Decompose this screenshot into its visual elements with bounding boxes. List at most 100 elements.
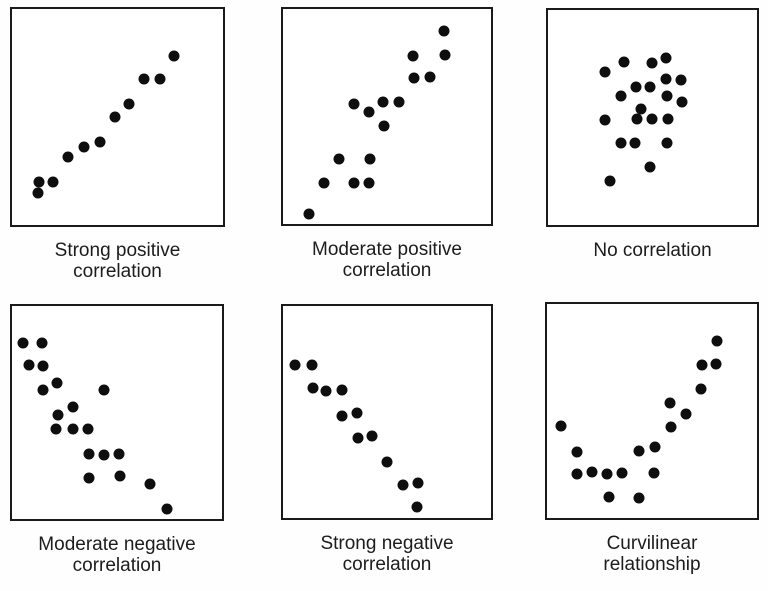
data-point: [37, 384, 49, 396]
data-point: [408, 72, 420, 84]
data-point: [695, 383, 707, 395]
data-point: [407, 50, 419, 62]
data-point: [661, 137, 673, 149]
scatter-panel-moderate-positive: Moderate positive correlation: [281, 7, 493, 281]
data-point: [33, 176, 45, 188]
data-point: [680, 408, 692, 420]
plot-frame: [545, 302, 759, 520]
data-point: [601, 468, 613, 480]
data-point: [303, 208, 315, 220]
caption-line: Moderate negative: [38, 534, 196, 555]
data-point: [52, 409, 64, 421]
data-point: [67, 423, 79, 435]
data-point: [336, 384, 348, 396]
data-point: [83, 448, 95, 460]
data-point: [629, 137, 641, 149]
panel-caption: No correlation: [593, 240, 711, 261]
caption-line: correlation: [342, 554, 432, 575]
scatter-panel-curvilinear: Curvilinear relationship: [545, 302, 759, 575]
data-point: [438, 25, 450, 37]
data-point: [649, 441, 661, 453]
data-point: [644, 161, 656, 173]
data-point: [78, 141, 90, 153]
data-point: [114, 470, 126, 482]
data-point: [646, 113, 658, 125]
panel-caption: Moderate negative correlation: [38, 534, 195, 576]
data-point: [320, 385, 332, 397]
data-point: [307, 382, 319, 394]
data-point: [439, 49, 451, 61]
data-point: [363, 106, 375, 118]
data-point: [17, 337, 29, 349]
data-point: [32, 187, 44, 199]
data-point: [599, 66, 611, 78]
data-point: [424, 71, 436, 83]
data-point: [352, 432, 364, 444]
data-point: [333, 153, 345, 165]
data-point: [336, 410, 348, 422]
caption-line: Strong positive: [54, 240, 181, 261]
caption-line: Moderate positive: [312, 239, 462, 260]
data-point: [348, 177, 360, 189]
data-point: [36, 337, 48, 349]
panel-caption: Strong positive correlation: [55, 240, 181, 282]
panel-caption: Moderate positive correlation: [312, 239, 462, 281]
data-point: [82, 423, 94, 435]
data-point: [397, 479, 409, 491]
scatter-panel-strong-positive: Strong positive correlation: [10, 7, 225, 282]
data-point: [98, 384, 110, 396]
data-point: [62, 151, 74, 163]
data-point: [615, 137, 627, 149]
data-point: [47, 176, 59, 188]
data-point: [696, 359, 708, 371]
data-point: [377, 96, 389, 108]
data-point: [51, 377, 63, 389]
data-point: [555, 420, 567, 432]
data-point: [633, 445, 645, 457]
data-point: [710, 358, 722, 370]
data-point: [603, 491, 615, 503]
panel-caption: Strong negative correlation: [320, 533, 453, 575]
data-point: [711, 335, 723, 347]
caption-line: No correlation: [593, 240, 712, 261]
data-point: [630, 81, 642, 93]
data-point: [23, 359, 35, 371]
caption-line: correlation: [72, 555, 162, 576]
data-point: [98, 449, 110, 461]
data-point: [571, 468, 583, 480]
data-point: [161, 503, 173, 515]
data-point: [366, 430, 378, 442]
caption-line: Strong negative: [320, 533, 454, 554]
data-point: [351, 407, 363, 419]
data-point: [646, 57, 658, 69]
data-point: [616, 467, 628, 479]
caption-line: correlation: [73, 261, 162, 282]
data-point: [411, 501, 423, 513]
plot-frame: [281, 304, 493, 520]
data-point: [378, 120, 390, 132]
scatter-panel-moderate-negative: Moderate negative correlation: [10, 304, 224, 576]
data-point: [348, 98, 360, 110]
data-point: [94, 136, 106, 148]
plot-frame: [281, 7, 493, 226]
data-point: [661, 90, 673, 102]
data-point: [631, 113, 643, 125]
data-point: [168, 50, 180, 62]
data-point: [660, 73, 672, 85]
data-point: [289, 359, 301, 371]
data-point: [675, 74, 687, 86]
data-point: [635, 103, 647, 115]
scatter-panel-strong-negative: Strong negative correlation: [281, 304, 493, 575]
data-point: [599, 114, 611, 126]
caption-line: Curvilinear: [606, 533, 698, 554]
data-point: [364, 153, 376, 165]
data-point: [154, 73, 166, 85]
data-point: [144, 478, 156, 490]
panel-caption: Curvilinear relationship: [603, 533, 700, 575]
data-point: [676, 96, 688, 108]
data-point: [381, 456, 393, 468]
data-point: [67, 401, 79, 413]
data-point: [604, 175, 616, 187]
caption-line: correlation: [342, 260, 432, 281]
